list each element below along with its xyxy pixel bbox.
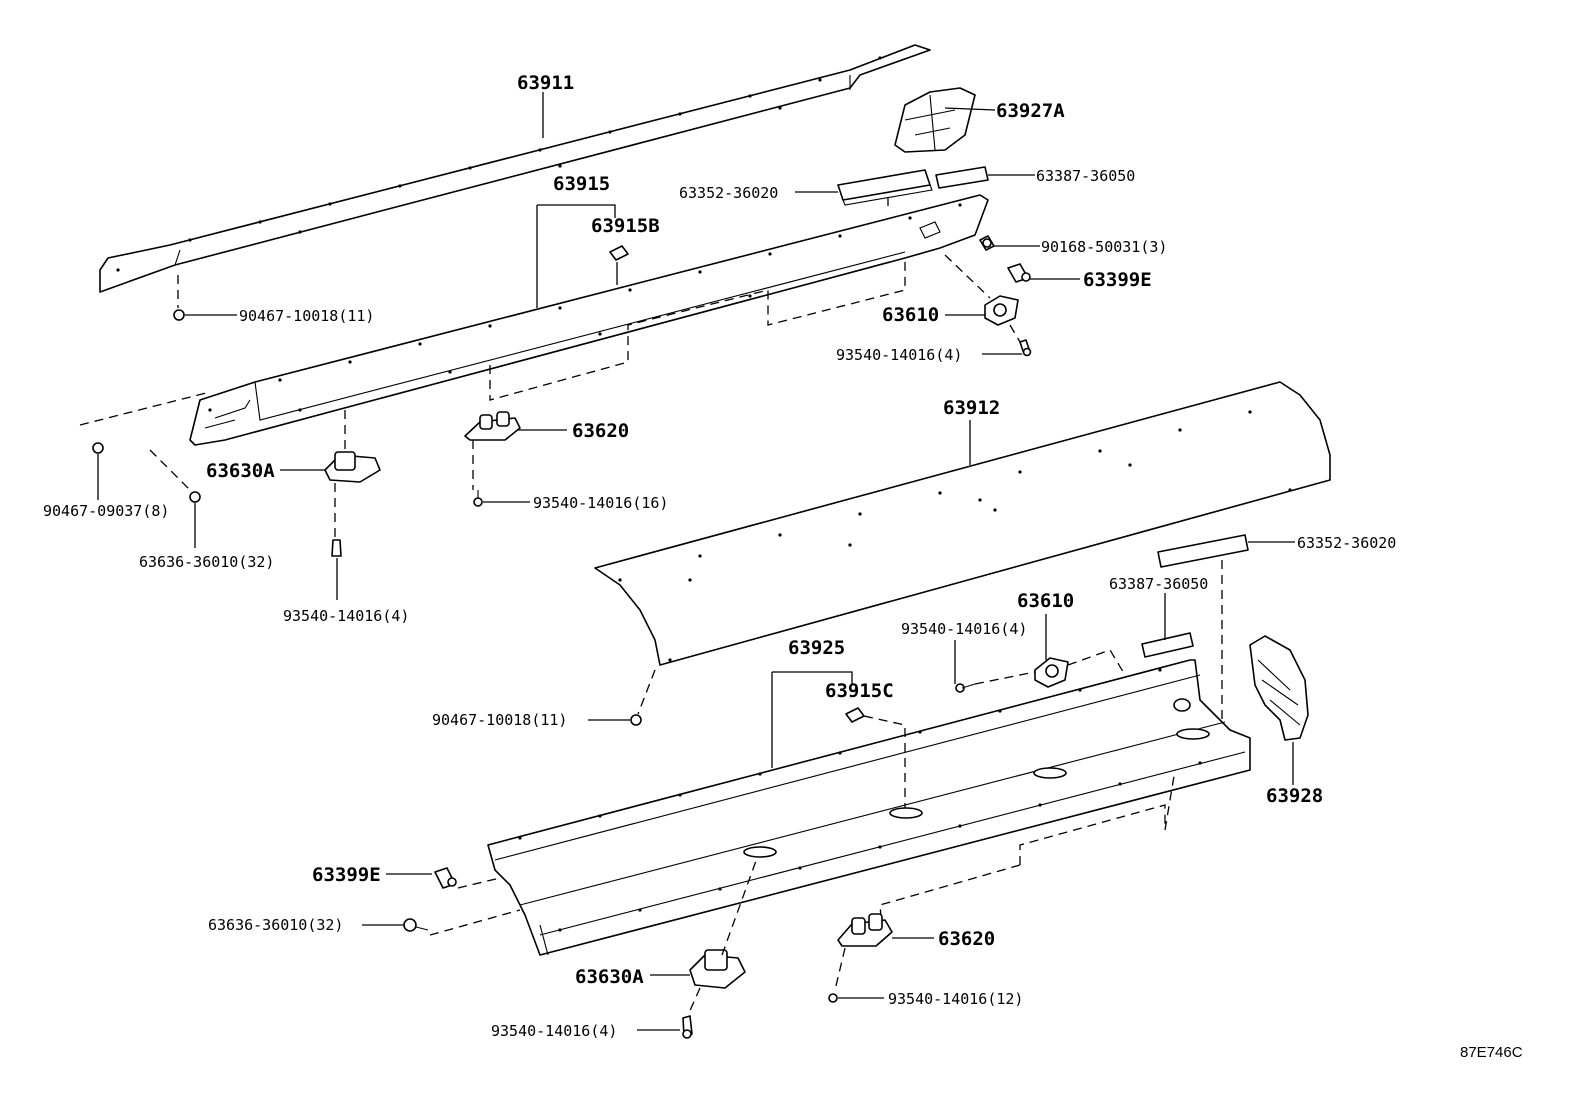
label-63915: 63915 [553,173,610,195]
label-63352-top: 63352-36020 [679,184,778,202]
label-63399E-top: 63399E [1083,269,1152,291]
label-63352-bot: 63352-36020 [1297,534,1396,552]
label-63925: 63925 [788,637,845,659]
part-63610-mount-top [984,295,1019,326]
part-63928-bracket [1249,635,1309,741]
label-93540-top4: 93540-14016(4) [836,346,962,364]
label-90467-09037: 90467-09037(8) [43,502,169,520]
part-93540-bolt-mid4 [955,683,976,693]
label-93540-12: 93540-14016(12) [888,990,1023,1008]
label-63928: 63928 [1266,785,1323,807]
part-63915C-clip [845,707,865,723]
label-63610-top: 63610 [882,304,939,326]
part-63925-panel [487,659,1251,956]
part-63915B-clip [609,245,629,261]
label-63636-top: 63636-36010(32) [139,553,274,571]
part-63399E-clip-top [1007,263,1031,283]
part-63927A-bracket [894,87,976,153]
label-63915B: 63915B [591,215,660,237]
label-63387-top: 63387-36050 [1036,167,1135,185]
label-63636-bot: 63636-36010(32) [208,916,343,934]
part-63387-block-top [935,166,989,189]
part-93540-bolt-16 [473,490,483,507]
part-63915-panel [189,194,989,446]
part-63912-panel [594,381,1331,666]
part-63387-block-bottom [1141,632,1194,658]
label-90467-bot11: 90467-10018(11) [432,711,567,729]
label-63912: 63912 [943,397,1000,419]
part-93540-bolt-12 [828,993,838,1003]
part-93540-bolt-top [1019,339,1032,357]
part-63911-rail [99,44,931,293]
label-93540-bot4: 93540-14016(4) [491,1022,617,1040]
part-63636-clip-top [189,491,201,503]
label-63630A-top: 63630A [206,460,275,482]
part-63630A-bracket-top [324,451,381,483]
label-90467-top11: 90467-10018(11) [239,307,374,325]
label-63387-bot: 63387-36050 [1109,575,1208,593]
part-93540-bolt-left4 [331,539,342,557]
part-63636-clip-bottom [403,918,429,932]
part-63630A-bracket-bottom [689,949,746,989]
part-90168-bolt [979,235,995,251]
label-63911: 63911 [517,72,574,94]
part-63610-mount-bottom [1034,657,1069,688]
part-90467-clip-top [173,309,185,321]
part-63620-bracket-bottom [837,913,893,947]
label-63915C: 63915C [825,680,894,702]
part-63352-block-bottom [1157,534,1249,568]
label-93540-mid4: 93540-14016(4) [901,620,1027,638]
label-63630A-bot: 63630A [575,966,644,988]
part-63399E-clip-bottom [434,867,457,889]
label-93540-left4: 93540-14016(4) [283,607,409,625]
label-63927A: 63927A [996,100,1065,122]
part-90467-09037-clip [92,442,104,454]
reference-code: 87E746C [1460,1044,1523,1061]
part-63352-block-top [837,169,933,206]
label-63399E-bot: 63399E [312,864,381,886]
label-90168: 90168-50031(3) [1041,238,1167,256]
label-63610-bot: 63610 [1017,590,1074,612]
label-63620-top: 63620 [572,420,629,442]
part-90467-clip-bottom [630,714,642,726]
part-63620-bracket-top [464,411,521,441]
label-93540-16: 93540-14016(16) [533,494,668,512]
part-93540-bolt-bot4 [682,1015,693,1039]
label-63620-bot: 63620 [938,928,995,950]
